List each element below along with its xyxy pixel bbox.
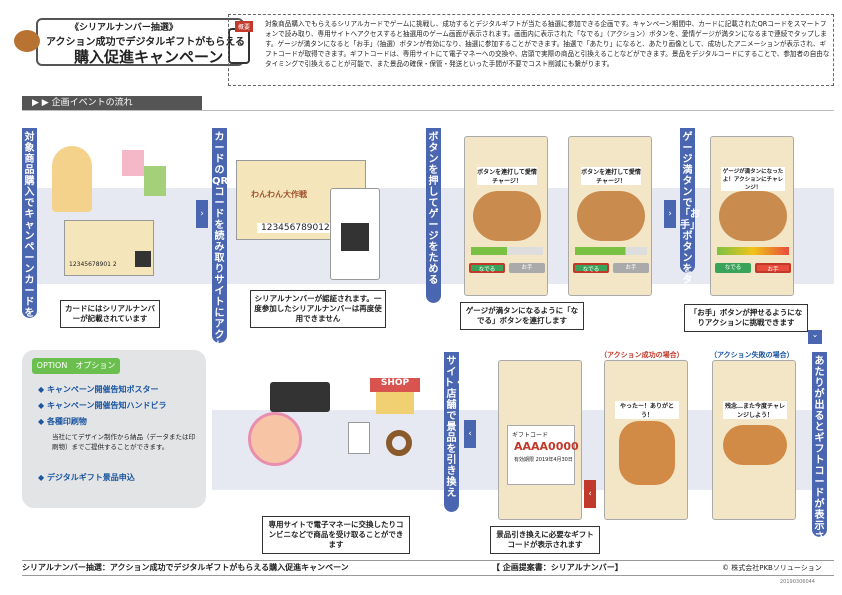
option-item-label: キャンペーン開催告知ハンドビラ [46, 401, 167, 410]
flow-arrow-down-icon: ⌄ [808, 330, 822, 344]
person-illustration [248, 412, 302, 466]
gift-code-label: ギフトコード [512, 432, 549, 439]
campaign-card: 12345678901 2 [64, 220, 154, 276]
step2-callout: シリアルナンバーが認証されます。一度参加したシリアルナンバーは再度使用できません [250, 290, 386, 328]
shop-icon [376, 392, 414, 414]
footer-left: シリアルナンバー抽選：アクション成功でデジタルギフトがもらえる購入促進キャンペー… [22, 563, 349, 572]
step3-callout: ゲージが満タンになるように「なでる」ボタンを連打します [460, 302, 584, 330]
dog-illustration [723, 425, 787, 465]
product-bag-icon [144, 166, 166, 196]
product-bag-icon [122, 150, 144, 176]
naderu-button[interactable]: なでる [715, 263, 751, 273]
success-label: （アクション成功の場合） [600, 351, 684, 359]
footer-center: 【 企画提案書：シリアルナンバー】 [492, 563, 623, 572]
flow-arrow-left-icon: ‹ [464, 420, 476, 448]
ote-button-disabled[interactable]: お手 [613, 263, 649, 273]
fail-text: 残念…また今度チャレンジしよう！ [723, 401, 787, 419]
option-badge: OPTION オプション [32, 358, 120, 374]
section-divider [22, 110, 834, 111]
affection-gauge-full [717, 247, 789, 255]
naderu-button[interactable]: なでる [573, 263, 609, 273]
option-item: ◆ キャンペーン開催告知ハンドビラ [38, 401, 167, 410]
smartphone-scanning [330, 188, 380, 280]
success-text: やったー！ありがとう！ [615, 401, 679, 419]
gift-code-panel: ギフトコード AAAA0000 有効期限 2019年4月30日 [507, 425, 579, 485]
title-line1: 《シリアルナンバー抽選》 [70, 23, 178, 33]
footer-bar: シリアルナンバー抽選：アクション成功でデジタルギフトがもらえる購入促進キャンペー… [22, 560, 834, 576]
step1-illustration [44, 140, 166, 220]
step6-vertical-heading: サイト・店舗で景品を引き換え [444, 352, 464, 512]
header-title-block: 《シリアルナンバー抽選》 アクション成功でデジタルギフトがもらえる 購入促進キャ… [8, 14, 258, 84]
dog-illustration [14, 30, 40, 52]
gift-code: AAAA0000 [514, 440, 579, 453]
title-line2: アクション成功でデジタルギフトがもらえる [46, 37, 245, 48]
step7-callout: 専用サイトで電子マネーに交換したりコンビニなどで商品を受け取ることができます [262, 516, 410, 554]
summary-text: 対象商品購入でもらえるシリアルカードでゲームに挑戦し、成功するとデジタルギフトが… [265, 20, 830, 68]
flow-arrow-icon: › [196, 200, 208, 228]
screen-instruction: ゲージが満タンになったよ！アクションにチャレンジ！ [721, 167, 785, 191]
screen-instruction: ボタンを連打して愛情チャージ！ [581, 167, 641, 185]
step6-callout: 景品引き換えに必要なギフトコードが表示されます [490, 526, 600, 554]
footer-code: 20190306044 [780, 579, 815, 585]
title-line3: 購入促進キャンペーン [74, 48, 224, 66]
card-serial: 123456789012 [257, 223, 334, 233]
shop-sign: SHOP [370, 378, 420, 392]
step4-callout: 「お手」ボタンが押せるようになりアクションに挑戦できます [684, 304, 808, 332]
dog-illustration [619, 421, 675, 485]
option-item-label: デジタルギフト景品申込 [46, 473, 135, 482]
card-title: わんわん大作戦 [251, 190, 307, 199]
game-screen-2: ボタンを連打して愛情チャージ！ なでる お手 [568, 136, 652, 296]
summary-box: 概要 対象商品購入でもらえるシリアルカードでゲームに挑戦し、成功するとデジタルギ… [228, 14, 834, 86]
step2-vertical-heading: カードのQRコードを読み取りサイトにアクセス [212, 128, 228, 363]
screen-instruction: ボタンを連打して愛情チャージ！ [477, 167, 537, 185]
section-header: ▶ ▶ 企画イベントの流れ [22, 96, 202, 110]
ote-button-disabled[interactable]: お手 [509, 263, 545, 273]
option-item: ◆ 各種印刷物 [38, 417, 87, 426]
title-ribbon [36, 18, 244, 66]
qr-code-icon [341, 223, 369, 251]
naderu-button[interactable]: なでる [469, 263, 505, 273]
gift-cards-icon [270, 382, 330, 412]
option-item-label: 各種印刷物 [46, 417, 87, 426]
dog-illustration [473, 191, 541, 241]
footer-right: © 株式会社PKBソリューション [722, 564, 822, 572]
summary-label: 概要 [235, 21, 254, 32]
family-illustration [52, 146, 92, 212]
gift-code-screen: ギフトコード AAAA0000 有効期限 2019年4月30日 [498, 360, 582, 520]
game-screen-3: ゲージが満タンになったよ！アクションにチャレンジ！ なでる お手 [710, 136, 794, 296]
option-note: 当社にてデザイン制作から納品（データまたは印刷物）までご提供することができます。 [52, 433, 195, 451]
fail-screen: 残念…また今度チャレンジしよう！ [712, 360, 796, 520]
option-item: ◆ キャンペーン開催告知ポスター [38, 385, 159, 394]
coffee-cup-icon [348, 422, 370, 454]
fail-label: （アクション失敗の場合） [710, 351, 794, 359]
gift-expiry: 有効期限 2019年4月30日 [514, 457, 573, 463]
game-screen-1: ボタンを連打して愛情チャージ！ なでる お手 [464, 136, 548, 296]
redeem-illustration: SHOP [240, 372, 440, 512]
success-screen: やったー！ありがとう！ [604, 360, 688, 520]
donut-icon [386, 430, 412, 456]
qr-code-icon [135, 251, 151, 267]
step3-vertical-heading: ボタンを押してゲージをためる [426, 128, 441, 303]
option-item: ◆ デジタルギフト景品申込 [38, 473, 135, 482]
flow-arrow-left-icon: ‹ [584, 480, 596, 508]
dog-illustration [577, 191, 645, 241]
card-serial: 12345678901 2 [69, 261, 117, 268]
section-title: 企画イベントの流れ [51, 98, 133, 108]
step5-vertical-heading: あたりが出るとギフトコードが表示される [812, 352, 827, 565]
flow-arrow-icon: › [664, 200, 676, 228]
step1-vertical-heading: 対象商品購入でキャンペーンカードを取得 [22, 128, 37, 341]
affection-gauge [471, 247, 543, 255]
ote-button[interactable]: お手 [755, 263, 791, 273]
dog-illustration [719, 191, 787, 241]
option-item-label: キャンペーン開催告知ポスター [46, 385, 159, 394]
step1-callout: カードにはシリアルナンバーが記載されています [60, 300, 160, 328]
affection-gauge [575, 247, 647, 255]
option-panel: OPTION オプション ◆ キャンペーン開催告知ポスター ◆ キャンペーン開催… [22, 350, 206, 508]
step4-vertical-heading: ゲージ満タンで「お手」ボタンをタップ [680, 128, 700, 308]
